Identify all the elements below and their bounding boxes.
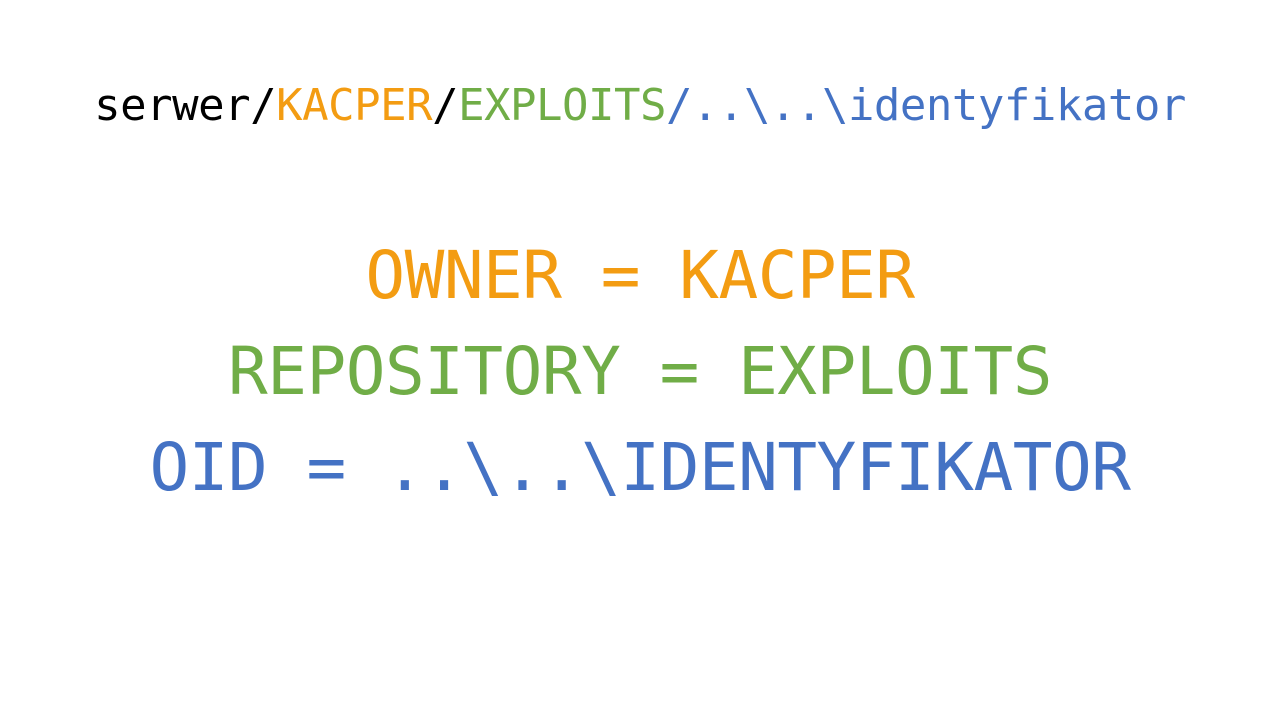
- url-path: serwer/KACPER/EXPLOITS/..\..\identyfikat…: [0, 78, 1280, 134]
- owner-assignment: OWNER = KACPER: [365, 237, 915, 314]
- assignment-list: OWNER = KACPER REPOSITORY = EXPLOITS OID…: [0, 228, 1280, 516]
- oid-assignment: OID = ..\..\IDENTYFIKATOR: [149, 429, 1131, 506]
- path-owner-segment: KACPER: [276, 80, 433, 131]
- path-server-segment: serwer: [94, 80, 251, 131]
- path-separator: /: [432, 80, 459, 131]
- path-oid-segment: ..\..\identyfikator: [692, 80, 1186, 131]
- path-repository-segment: EXPLOITS: [458, 80, 666, 131]
- path-separator: /: [666, 80, 693, 131]
- path-separator: /: [250, 80, 277, 131]
- repository-assignment: REPOSITORY = EXPLOITS: [228, 333, 1052, 410]
